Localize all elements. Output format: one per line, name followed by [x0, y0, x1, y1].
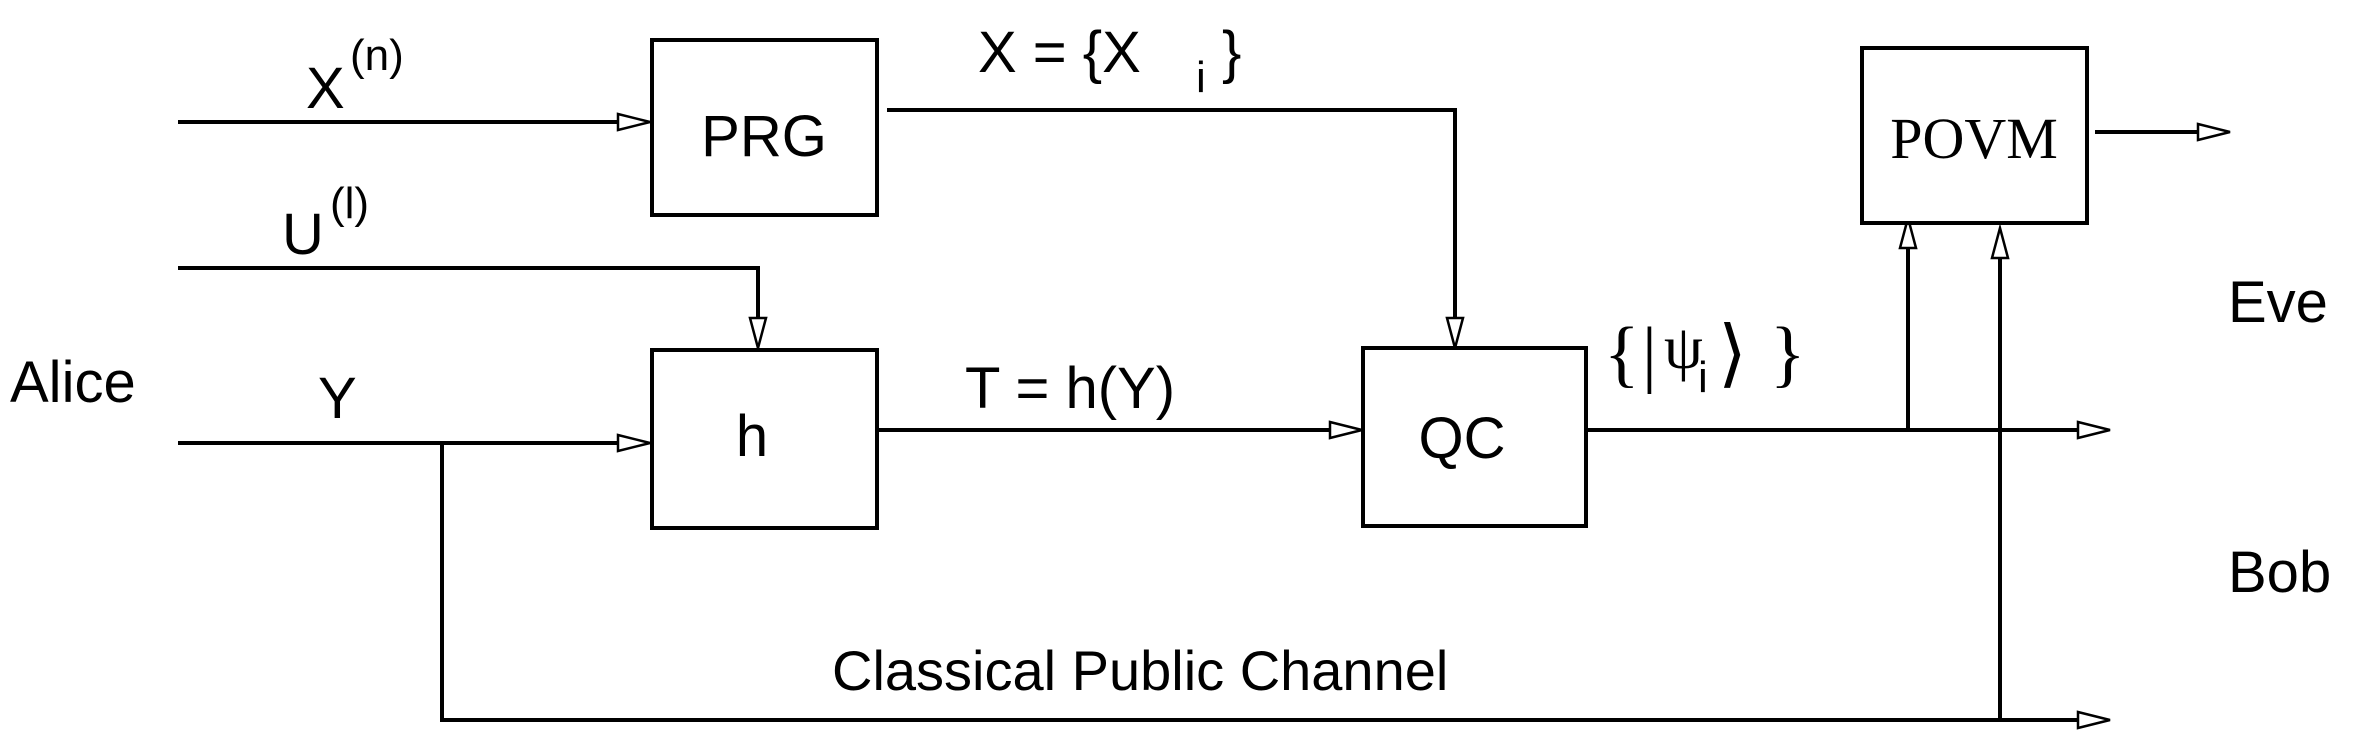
- povm-label: POVM: [1890, 106, 2058, 171]
- bob-label: Bob: [2228, 540, 2331, 605]
- connection-lines: [178, 108, 2200, 722]
- arrow-into-h-from-y-icon: [616, 433, 651, 453]
- arrow-public-channel-out-icon: [2076, 710, 2111, 730]
- povm-block: POVM: [1860, 46, 2089, 225]
- h-label: h: [736, 404, 768, 469]
- psi-open-brace: {: [1604, 313, 1640, 395]
- prg-block: PRG: [650, 38, 879, 217]
- eve-label: Eve: [2228, 270, 2328, 335]
- t-label: T = h(Y): [965, 356, 1175, 421]
- u-input-base: U: [282, 202, 324, 267]
- u-input-line: [178, 266, 760, 320]
- arrow-quantum-out-icon: [2076, 420, 2111, 440]
- arrow-into-prg-icon: [616, 112, 651, 132]
- x-set-main: X = {X: [978, 20, 1141, 85]
- arrow-into-povm-quantum-icon: [1898, 213, 1918, 250]
- psi-ket: ⟩: [1718, 313, 1747, 395]
- arrowheads: [616, 112, 2231, 730]
- h-block: h: [650, 348, 879, 530]
- arrow-into-qc-from-h-icon: [1328, 420, 1363, 440]
- public-channel-label: Classical Public Channel: [832, 639, 1448, 702]
- arrow-into-povm-public-icon: [1990, 223, 2010, 260]
- x-input-label: X (n): [306, 31, 404, 121]
- y-input-label: Y: [318, 366, 357, 431]
- qc-block: QC: [1361, 346, 1588, 528]
- prg-label: PRG: [701, 104, 827, 169]
- prg-to-qc-line: [887, 108, 1457, 322]
- x-input-superscript: (n): [350, 31, 404, 80]
- alice-label: Alice: [10, 350, 136, 415]
- arrow-into-h-from-u-icon: [748, 316, 768, 353]
- u-input-label: U (l): [282, 179, 369, 267]
- x-set-subscript: i: [1196, 53, 1206, 102]
- x-set-close-brace: }: [1222, 20, 1241, 85]
- psi-close-brace: }: [1770, 313, 1806, 395]
- u-input-superscript: (l): [330, 179, 369, 228]
- arrow-povm-out-icon: [2196, 122, 2231, 142]
- quantum-states-label: { | ψ i ⟩ }: [1604, 313, 1806, 402]
- x-set-label: X = {X i }: [978, 20, 1241, 102]
- psi-symbol: ψ: [1664, 314, 1703, 382]
- public-channel-line: [440, 443, 2080, 722]
- arrow-into-qc-from-prg-icon: [1445, 316, 1465, 353]
- psi-bar: |: [1642, 313, 1657, 395]
- qc-label: QC: [1419, 406, 1506, 471]
- psi-subscript: i: [1698, 353, 1708, 402]
- x-input-base: X: [306, 56, 345, 121]
